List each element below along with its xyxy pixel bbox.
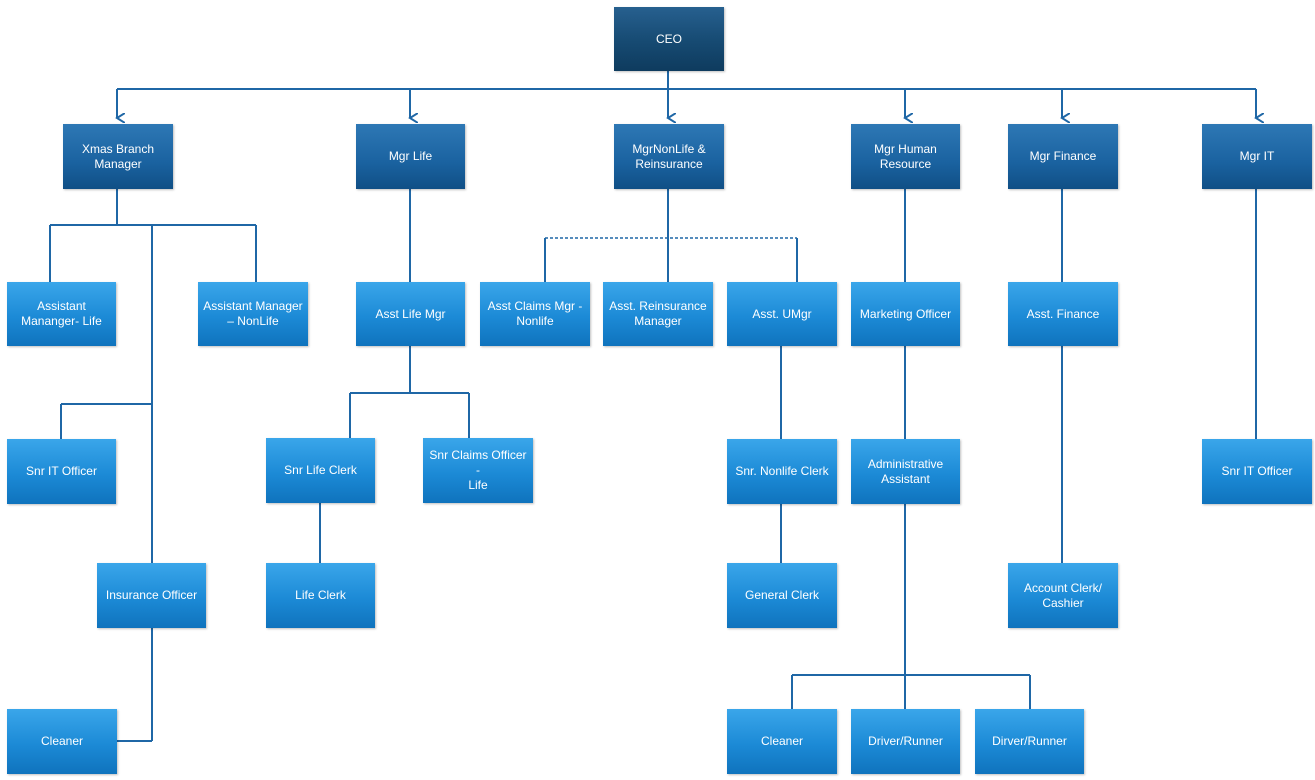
node-cleaner-right[interactable]: Cleaner (727, 709, 837, 774)
node-mgr-life[interactable]: Mgr Life (356, 124, 465, 189)
node-asst-life-mgr[interactable]: Asst Life Mgr (356, 282, 465, 346)
node-snr-claims-officer-life[interactable]: Snr Claims Officer - Life (423, 438, 533, 503)
node-asst-reinsurance-manager[interactable]: Asst. Reinsurance Manager (603, 282, 713, 346)
node-driver-runner[interactable]: Driver/Runner (851, 709, 960, 774)
node-dirver-runner[interactable]: Dirver/Runner (975, 709, 1084, 774)
node-mgr-human-resource[interactable]: Mgr Human Resource (851, 124, 960, 189)
node-insurance-officer[interactable]: Insurance Officer (97, 563, 206, 628)
node-mgr-finance[interactable]: Mgr Finance (1008, 124, 1118, 189)
node-asst-finance[interactable]: Asst. Finance (1008, 282, 1118, 346)
node-marketing-officer[interactable]: Marketing Officer (851, 282, 960, 346)
node-cleaner-left[interactable]: Cleaner (7, 709, 117, 774)
node-xmas-branch-manager[interactable]: Xmas Branch Manager (63, 124, 173, 189)
node-administrative-assistant[interactable]: Administrative Assistant (851, 439, 960, 504)
node-snr-nonlife-clerk[interactable]: Snr. Nonlife Clerk (727, 439, 837, 504)
node-assistant-manager-nonlife[interactable]: Assistant Manager – NonLife (198, 282, 308, 346)
node-mgr-it[interactable]: Mgr IT (1202, 124, 1312, 189)
node-life-clerk[interactable]: Life Clerk (266, 563, 375, 628)
node-asst-umgr[interactable]: Asst. UMgr (727, 282, 837, 346)
node-snr-life-clerk[interactable]: Snr Life Clerk (266, 438, 375, 503)
node-ceo[interactable]: CEO (614, 7, 724, 71)
node-snr-it-officer-right[interactable]: Snr IT Officer (1202, 439, 1312, 504)
node-asst-claims-mgr-nonlife[interactable]: Asst Claims Mgr - Nonlife (480, 282, 590, 346)
node-account-clerk-cashier[interactable]: Account Clerk/ Cashier (1008, 563, 1118, 628)
node-general-clerk[interactable]: General Clerk (727, 563, 837, 628)
node-snr-it-officer-left[interactable]: Snr IT Officer (7, 439, 116, 504)
node-mgr-nonlife-reinsurance[interactable]: MgrNonLife & Reinsurance (614, 124, 724, 189)
node-assistant-manager-life[interactable]: Assistant Mananger- Life (7, 282, 116, 346)
